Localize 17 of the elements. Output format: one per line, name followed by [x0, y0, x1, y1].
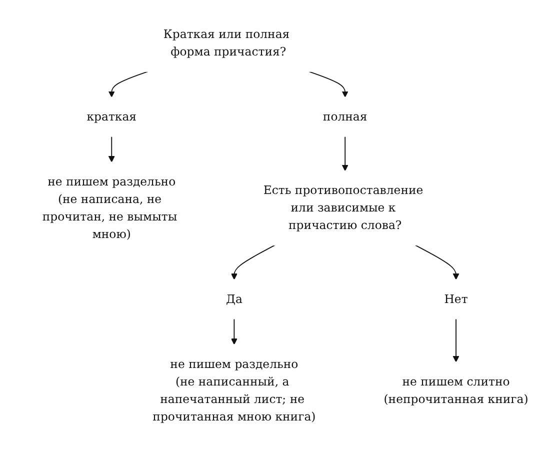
node-text: Краткая или полная форма причастия?: [163, 27, 290, 58]
node-text: Есть противопоставление или зависимые к причастию слова?: [263, 183, 424, 232]
node-text: краткая: [86, 109, 137, 124]
node-text: Нет: [444, 292, 468, 306]
node-text: полная: [322, 109, 368, 124]
arrow: [308, 71, 348, 98]
arrow: [342, 136, 348, 172]
arrow: [230, 318, 238, 345]
arrow: [414, 244, 460, 280]
node-text: не пишем слитно (непрочитанная книга): [384, 374, 528, 406]
arrow: [108, 71, 148, 98]
arrow: [230, 244, 276, 280]
node-text: Да: [226, 292, 242, 306]
arrow: [108, 136, 115, 162]
node-text: не пишем раздельно (не написана, не прочитан, не вымыты мною): [42, 174, 178, 241]
arrow: [452, 318, 460, 362]
node-text: не пишем раздельно (не написанный, а напечатанный лист; не прочитанная мною книга): [152, 356, 316, 424]
